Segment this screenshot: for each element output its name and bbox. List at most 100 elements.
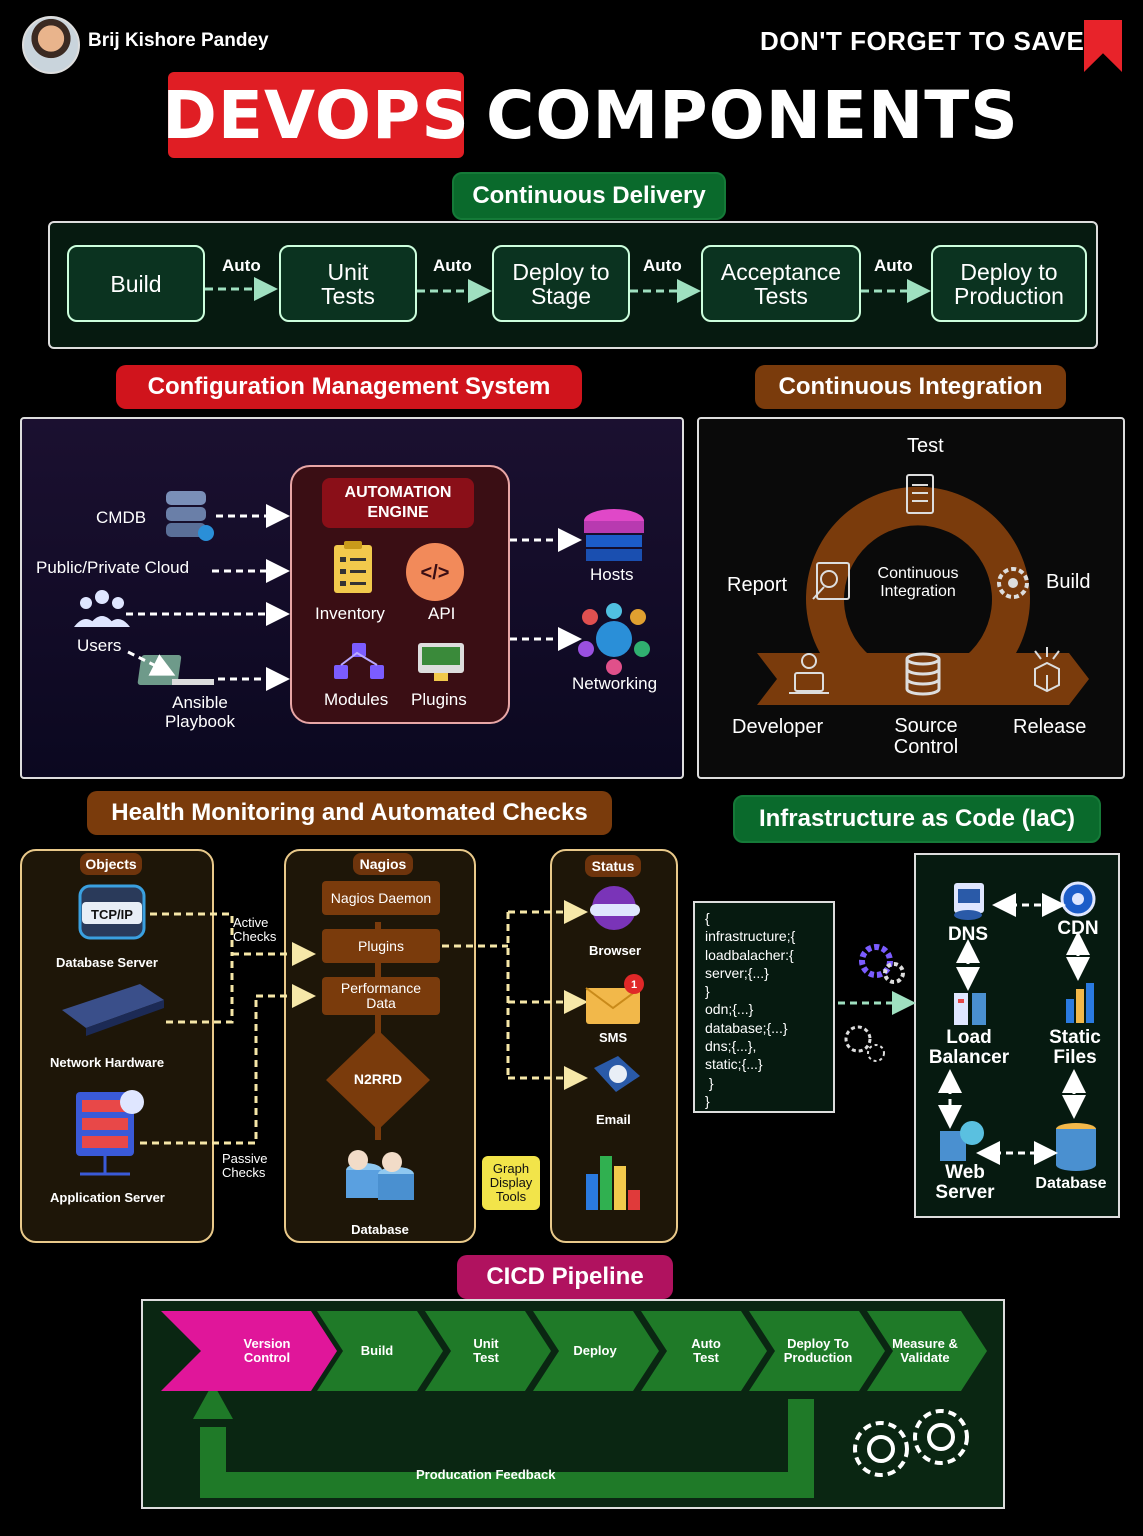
chevron-deploy [533, 1311, 659, 1391]
application-server-icon [76, 1090, 144, 1176]
stage-measure-validate: Measure & Validate [892, 1336, 958, 1365]
status-tag: Status [585, 855, 641, 877]
cd-step-deploy-production: Deploy to Production [931, 245, 1087, 322]
ci-developer-label: Developer [732, 716, 824, 738]
inventory-label: Inventory [315, 604, 385, 623]
author-name: Brij Kishore Pandey [88, 30, 269, 51]
nagios-plugins-box: Plugins [322, 929, 440, 963]
continuous-integration-panel [697, 417, 1125, 779]
api-icon: </> [406, 543, 464, 601]
static-files-label: Static Files [1049, 1027, 1101, 1068]
title-rest: COMPONENTS [486, 76, 1019, 154]
ci-report-label: Report [727, 574, 788, 596]
report-icon [812, 562, 850, 600]
ci-source-control-label: Source Control [893, 715, 959, 758]
cd-step-acceptance-tests: Acceptance Tests [701, 245, 861, 322]
chevron-unit-test [425, 1311, 551, 1391]
title-highlight: DEVOPS [162, 72, 469, 158]
active-checks-label: Active Checks [233, 915, 277, 944]
ansible-playbook-icon [137, 655, 214, 685]
browser-icon [590, 886, 640, 930]
continuous-delivery-title: Continuous Delivery [452, 172, 726, 220]
stage-deploy-production: Deploy To Production [783, 1336, 853, 1365]
n2rrd-diamond [326, 1030, 430, 1130]
network-hardware-icon [62, 984, 164, 1036]
database-server-label: Database Server [56, 955, 158, 970]
stage-build: Build [360, 1343, 394, 1358]
chevron-version-control [161, 1311, 337, 1391]
stage-version-control: Version Control [243, 1336, 291, 1365]
database-server-icon: TCP/IP [78, 884, 146, 940]
author-avatar [22, 16, 80, 74]
health-monitoring-title: Health Monitoring and Automated Checks [87, 791, 612, 835]
users-icon [74, 590, 130, 627]
networking-label: Networking [572, 674, 658, 693]
api-label: API [428, 604, 456, 623]
users-label: Users [77, 636, 122, 655]
web-server-icon [940, 1121, 984, 1161]
source-control-icon [905, 652, 941, 696]
ci-cycle-graphic [757, 474, 1089, 705]
cd-arrows [205, 277, 931, 303]
graph-display-tools-label: Graph Display Tools [489, 1161, 533, 1204]
passive-checks-label: Passive Checks [222, 1151, 268, 1180]
cicd-graphics [161, 1311, 987, 1498]
networking-icon [578, 603, 650, 675]
dns-label: DNS [947, 924, 989, 945]
ci-release-label: Release [1013, 716, 1087, 738]
cloud-label: Public/Private Cloud [36, 558, 190, 577]
database-icon [1056, 1123, 1096, 1171]
inventory-icon [334, 541, 372, 593]
svg-text:TCP/IP: TCP/IP [91, 907, 133, 922]
cdn-icon [1060, 881, 1096, 917]
chevron-measure-validate [867, 1311, 987, 1391]
cd-auto-label-1: Auto [222, 256, 261, 275]
chevron-build [317, 1311, 443, 1391]
ci-build-label: Build [1046, 571, 1091, 593]
load-balancer-icon [954, 993, 986, 1025]
test-document-icon [906, 474, 934, 514]
developer-icon [789, 653, 829, 694]
svg-text:</>: </> [421, 562, 450, 584]
gears-icon [853, 1409, 969, 1477]
release-icon [1034, 647, 1060, 693]
performance-data-box: Performance Data [322, 977, 440, 1015]
sms-label: SMS [599, 1030, 628, 1045]
iac-title: Infrastructure as Code (IaC) [733, 795, 1101, 843]
modules-icon [334, 643, 384, 679]
sms-icon [585, 974, 644, 1024]
config-mgmt-graphics: </> [74, 491, 650, 691]
application-server-label: Application Server [50, 1190, 165, 1205]
load-balancer-label: Load Balancer [928, 1027, 1010, 1068]
modules-label: Modules [324, 690, 389, 709]
gear-outline-icon [844, 1025, 885, 1062]
cd-step-build: Build [67, 245, 205, 322]
stage-auto-test: Auto Test [691, 1336, 721, 1365]
plugins-icon [418, 643, 464, 681]
cdn-label: CDN [1057, 918, 1099, 939]
cicd-pipeline-title: CICD Pipeline [457, 1255, 673, 1299]
hosts-label: Hosts [590, 565, 634, 584]
nagios-tag: Nagios [353, 853, 413, 875]
graph-chart-icon [586, 1156, 640, 1210]
cd-step-unit-tests: Unit Tests [279, 245, 417, 322]
chevron-deploy-production [749, 1311, 885, 1391]
build-gear-icon [997, 567, 1029, 599]
sms-badge: 1 [630, 979, 638, 991]
n2rrd-label: N2RRD [353, 1071, 403, 1087]
cmdb-label: CMDB [96, 508, 147, 527]
nagios-daemon-box: Nagios Daemon [322, 881, 440, 915]
cd-auto-label-2: Auto [433, 256, 472, 275]
network-hardware-label: Network Hardware [50, 1055, 165, 1070]
automation-engine-title: AUTOMATION ENGINE [322, 478, 474, 528]
config-mgmt-title: Configuration Management System [116, 365, 582, 409]
chevron-auto-test [641, 1311, 767, 1391]
plugins-label: Plugins [411, 690, 467, 709]
stage-deploy: Deploy [573, 1343, 617, 1358]
email-label: Email [596, 1112, 631, 1127]
web-server-label: Web Server [935, 1162, 995, 1203]
cd-step-deploy-stage: Deploy to Stage [492, 245, 630, 322]
cd-auto-label-4: Auto [874, 256, 913, 275]
nagios-database-label: Database [351, 1222, 409, 1237]
gear-icon [859, 944, 905, 984]
